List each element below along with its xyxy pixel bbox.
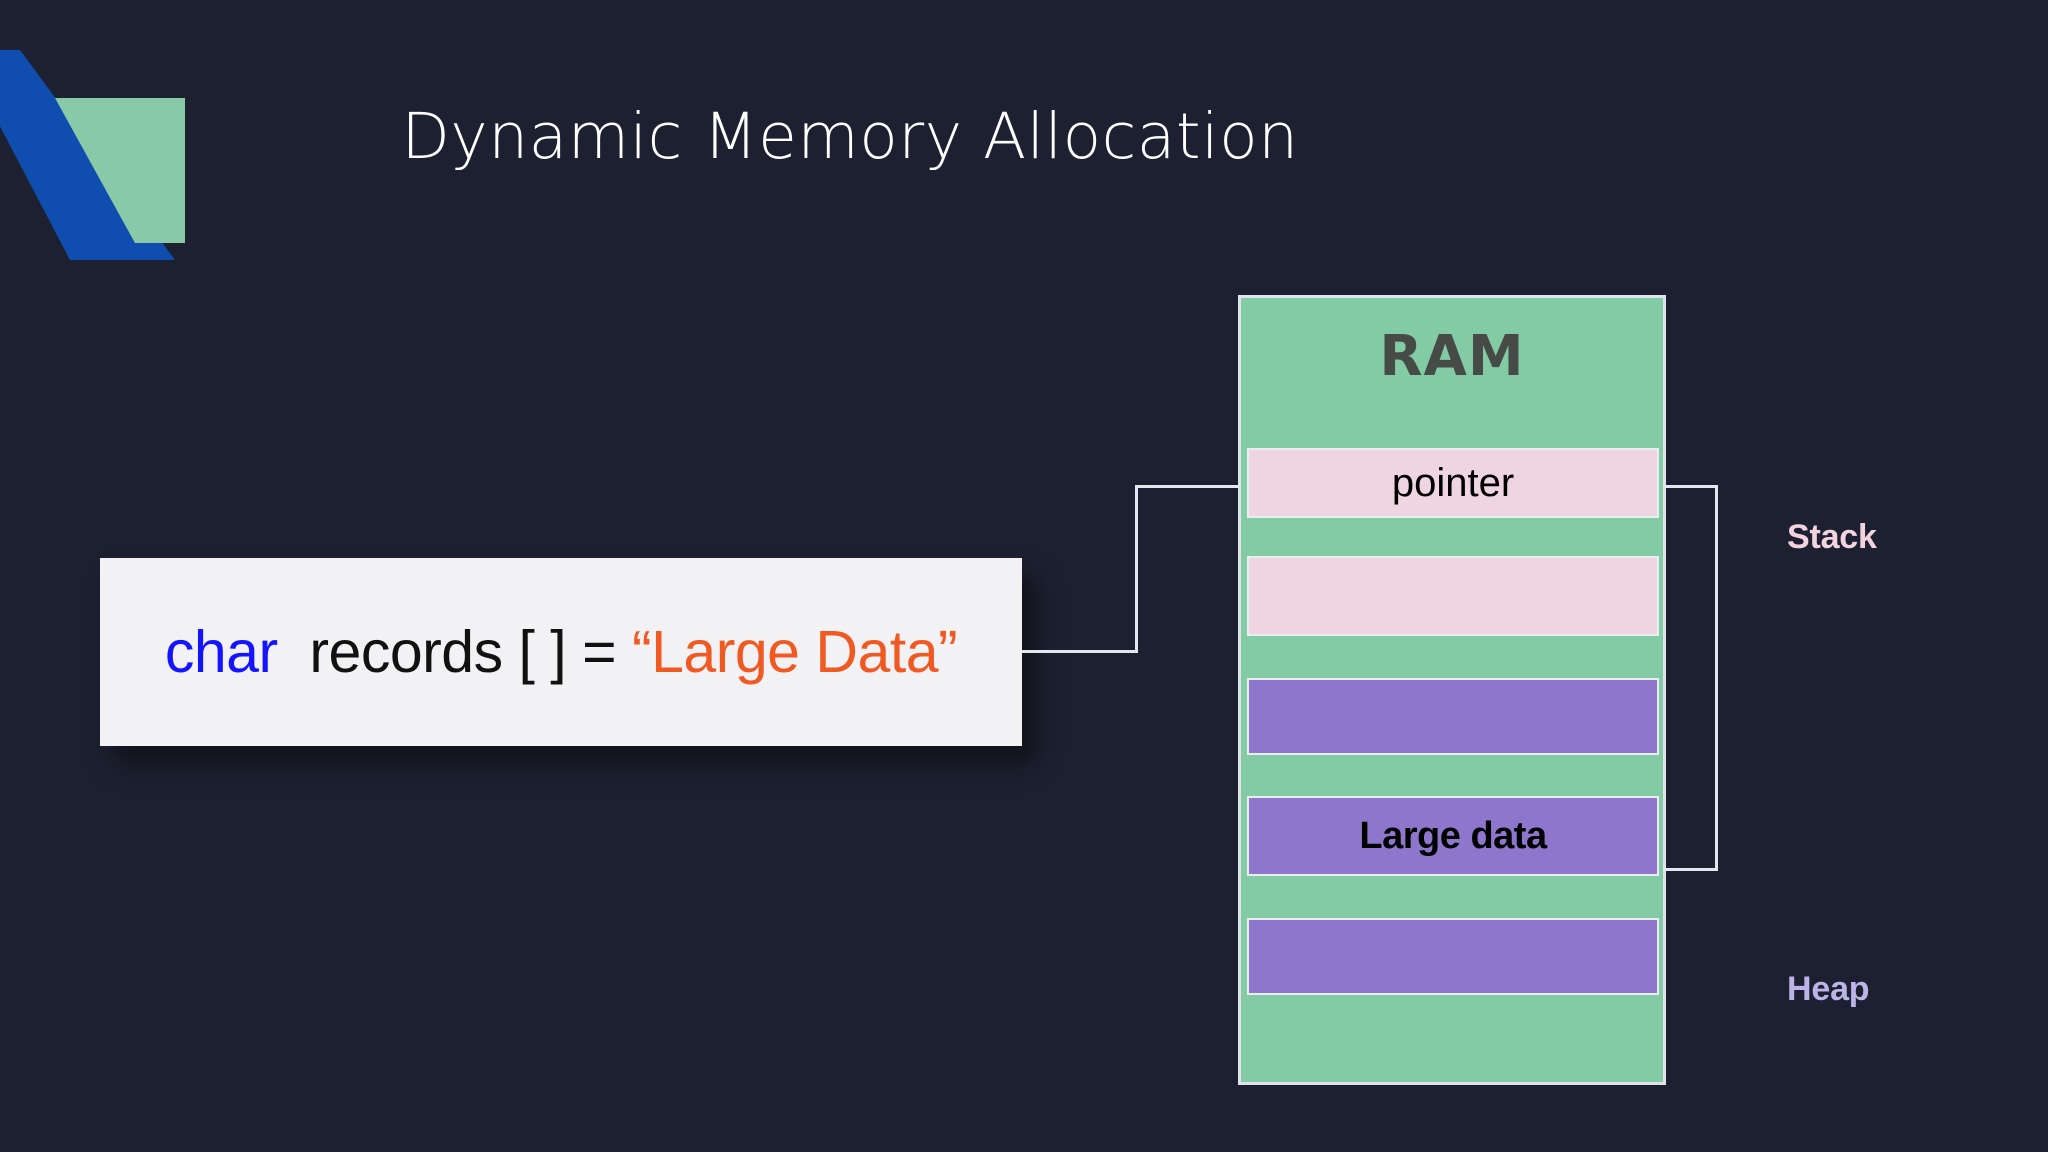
- ram-slot-large-data: Large data: [1247, 796, 1659, 876]
- ram-title: RAM: [1379, 324, 1525, 389]
- code-identifier-token: records [ ] =: [309, 618, 617, 685]
- ram-slot-label: pointer: [1391, 460, 1515, 505]
- ram-slot-empty-heap-lower: [1247, 918, 1659, 995]
- code-callout-box: char records [ ] = “Large Data”: [100, 558, 1022, 746]
- ram-slot-label: Large data: [1359, 814, 1547, 857]
- connector-left-segment-h1: [1022, 650, 1138, 653]
- connector-right-segment-top: [1663, 485, 1718, 488]
- ram-slot-pointer: pointer: [1247, 448, 1659, 518]
- label-stack: Stack: [1787, 518, 1877, 556]
- code-keyword-token: char: [164, 618, 278, 685]
- connector-right-segment-v: [1715, 485, 1718, 870]
- connector-left-segment-v: [1135, 485, 1138, 653]
- ram-slot-empty-stack: [1247, 556, 1659, 636]
- connector-right-segment-bottom: [1663, 868, 1718, 871]
- ram-diagram: RAM pointer Large data: [1238, 295, 1666, 1085]
- code-string-token: “Large Data”: [631, 618, 958, 685]
- code-snippet-text: char records [ ] = “Large Data”: [164, 618, 958, 685]
- connector-left-segment-h2: [1135, 485, 1241, 488]
- label-heap: Heap: [1787, 970, 1870, 1008]
- page-title: Dynamic Memory Allocation: [401, 100, 1299, 173]
- ram-slot-empty-heap-upper: [1247, 678, 1659, 755]
